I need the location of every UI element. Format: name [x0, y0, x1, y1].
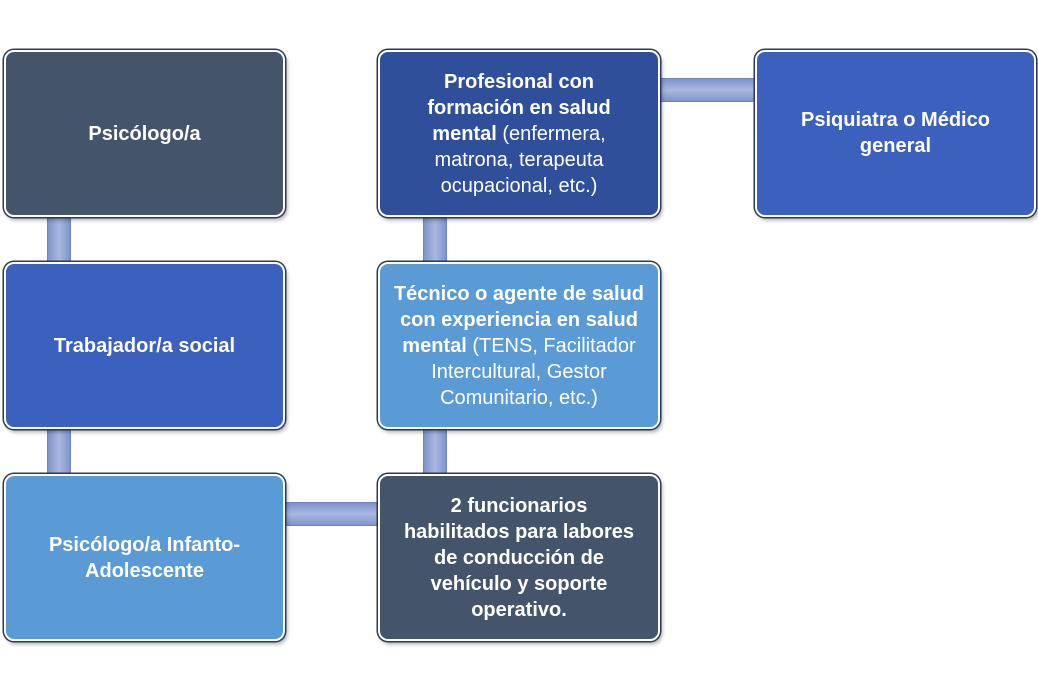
connector-funcionarios-tecnico [423, 428, 447, 476]
connector-tecnico-profesional [423, 215, 447, 263]
node-funcionarios: 2 funcionarios habilitados para labores … [378, 474, 660, 641]
node-psiquiatra: Psiquiatra o Médico general [755, 50, 1036, 217]
node-tecnico-detail: (TENS, Facilitador Intercultural, Gestor… [431, 334, 636, 409]
node-psicologo-infanto-label: Psicólogo/a Infanto-Adolescente [48, 533, 241, 582]
node-funcionarios-label: 2 funcionarios habilitados para labores … [403, 494, 635, 621]
connector-psicologo-trabajador [47, 215, 71, 263]
node-profesional-detail: (enfermera, matrona, terapeuta ocupacion… [434, 122, 606, 197]
connector-trabajador-infanto [47, 428, 71, 476]
connector-infanto-funcionarios [284, 502, 380, 526]
node-profesional-bold: Profesional con formación en salud menta… [427, 70, 611, 145]
node-tecnico-bold: Técnico o agente de salud con experienci… [393, 282, 645, 357]
node-psicologo-infanto: Psicólogo/a Infanto-Adolescente [4, 474, 285, 641]
node-trabajador-social-label: Trabajador/a social [53, 334, 236, 357]
node-trabajador-social: Trabajador/a social [4, 262, 285, 429]
node-psicologo: Psicólogo/a [4, 50, 285, 217]
node-psiquiatra-label: Psiquiatra o Médico general [801, 109, 990, 157]
connector-profesional-psiquiatra [659, 78, 757, 102]
node-psicologo-label: Psicólogo/a [88, 122, 201, 145]
node-tecnico-agente: Técnico o agente de salud con experienci… [378, 262, 660, 429]
node-profesional-salud-mental: Profesional con formación en salud menta… [378, 50, 660, 217]
